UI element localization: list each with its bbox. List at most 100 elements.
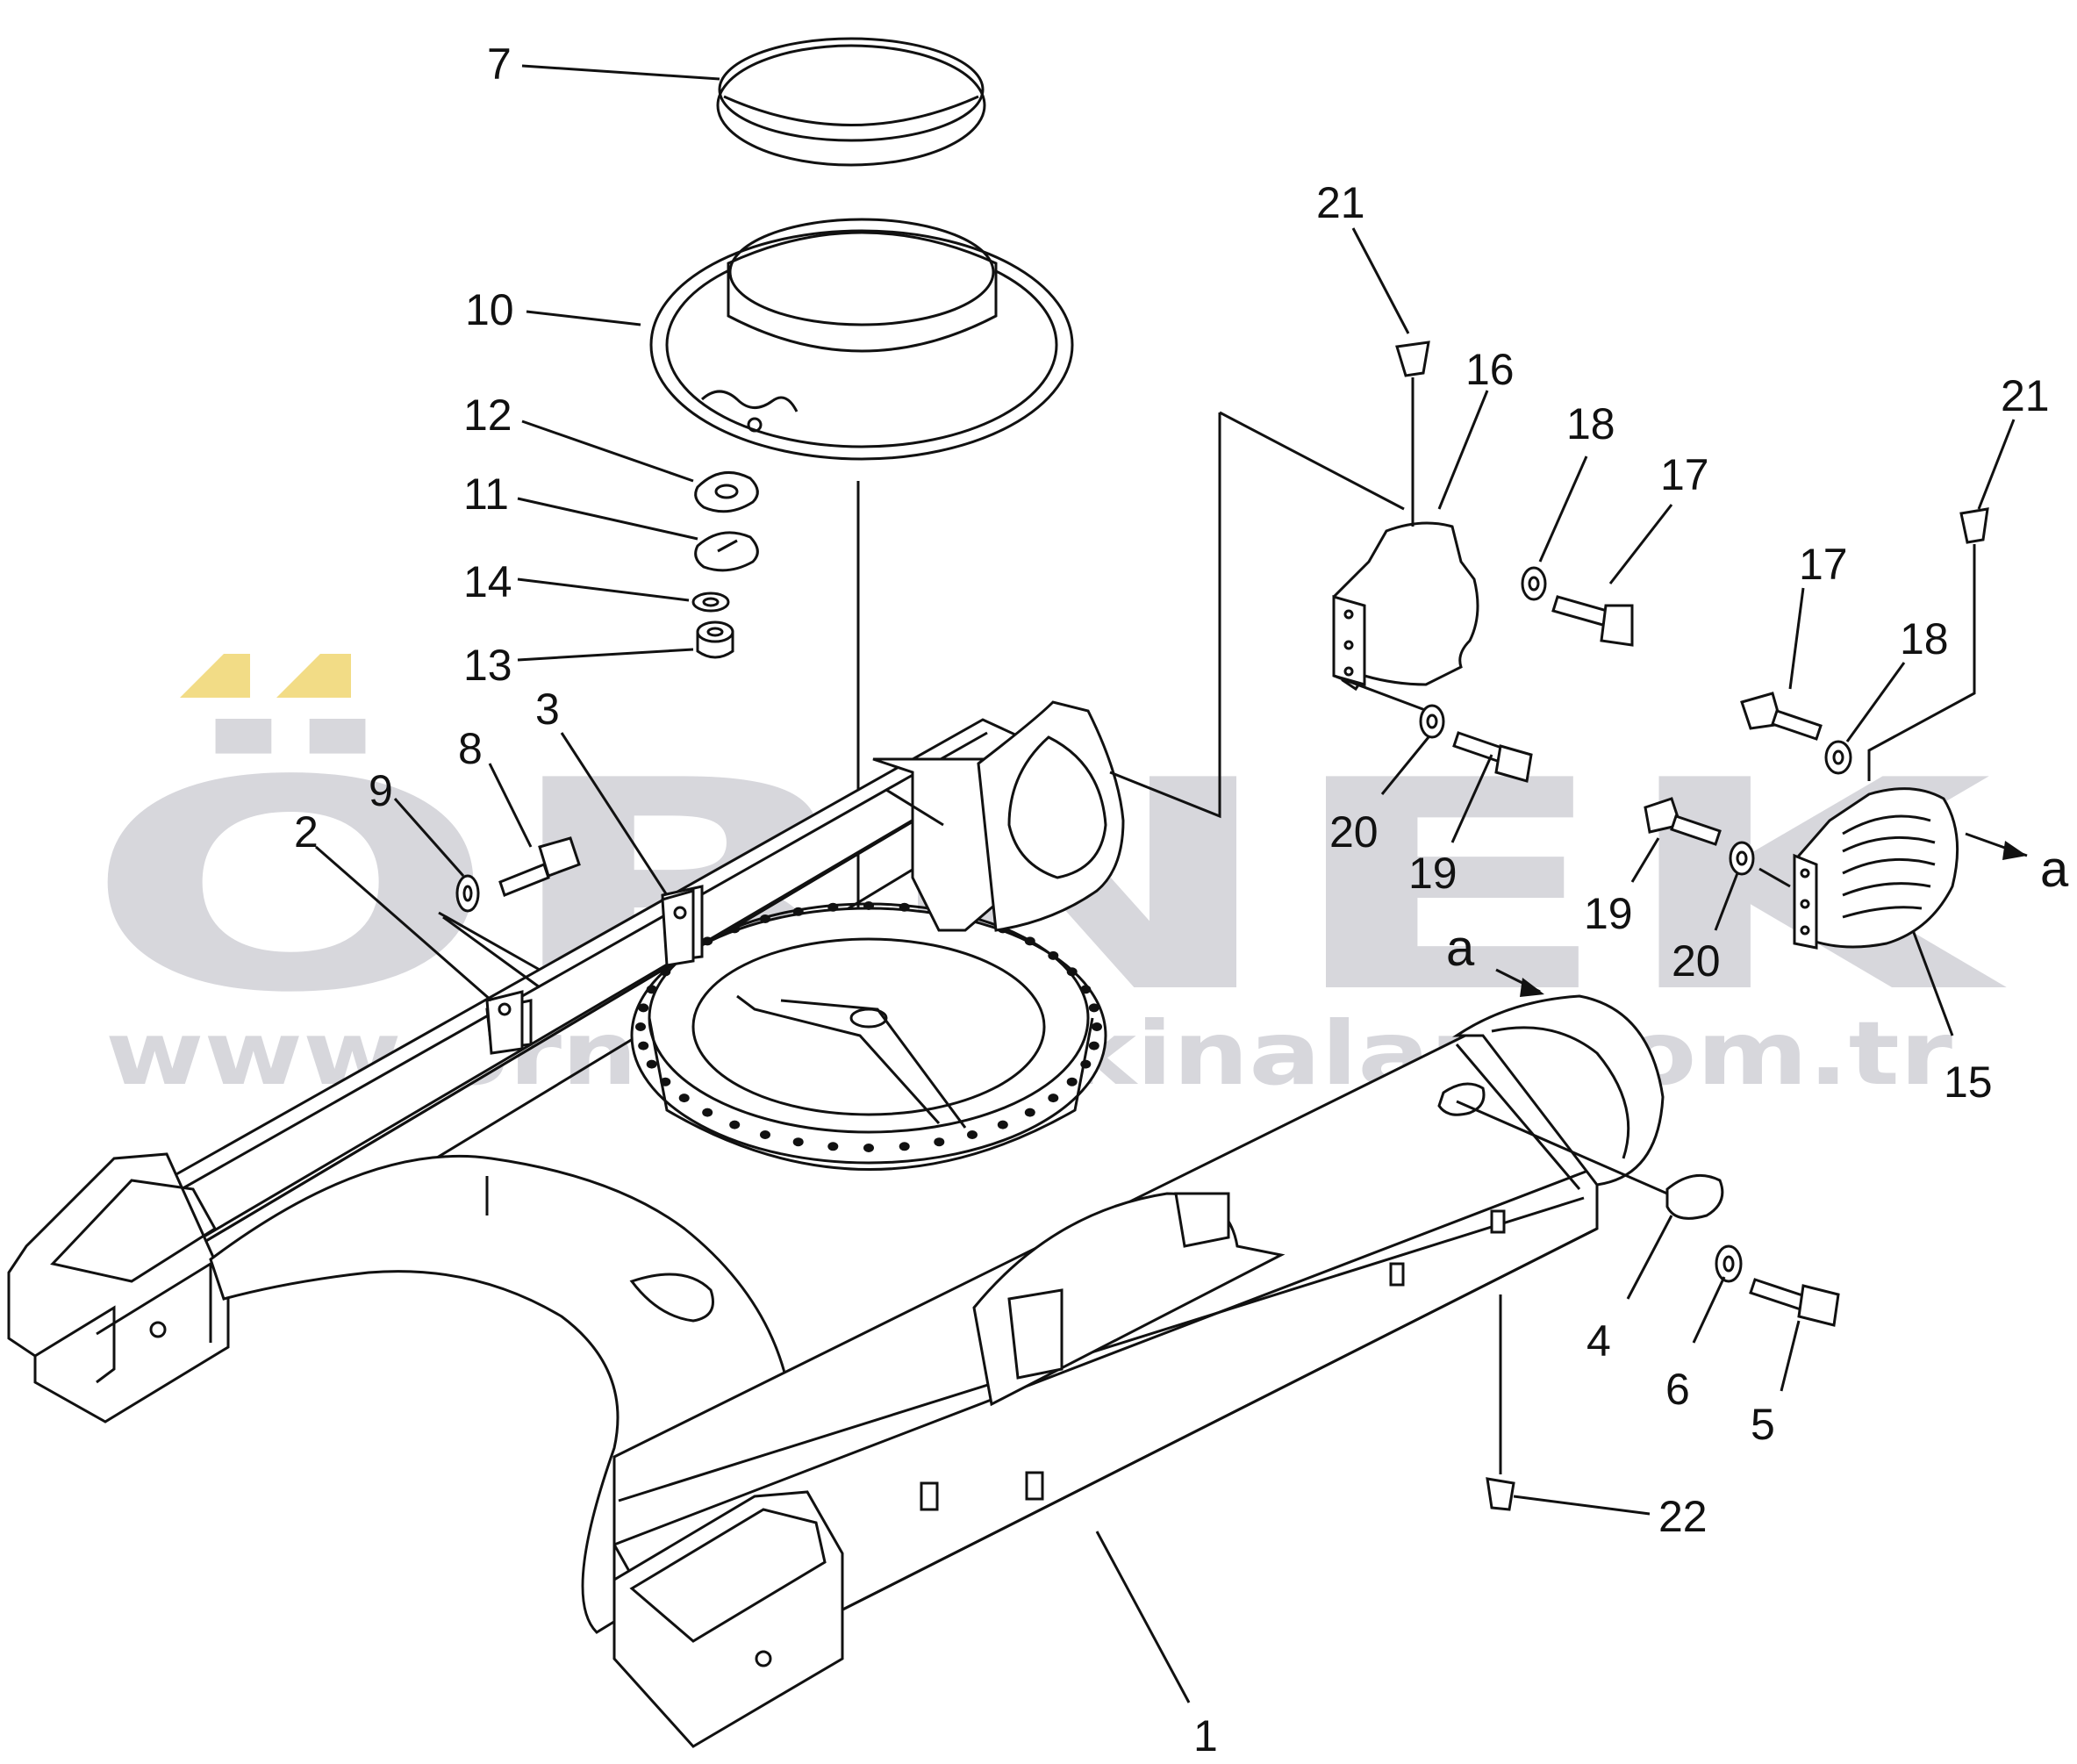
- ring-bolt-hole: [660, 967, 671, 977]
- part-5-bolt: [1749, 1278, 1840, 1327]
- callout-14: 14: [463, 557, 512, 606]
- callout-6: 6: [1665, 1365, 1690, 1414]
- ring-bolt-hole: [1048, 950, 1059, 960]
- part-19-leader-b: [1758, 867, 1791, 888]
- ring-bolt-hole: [702, 936, 713, 946]
- ring-bolt-hole: [827, 1142, 839, 1151]
- callout-17-right: 17: [1799, 540, 1848, 589]
- callout-21-left: 21: [1316, 178, 1365, 227]
- part-13-nut: [696, 620, 734, 659]
- part-11-plate: [694, 531, 759, 572]
- ring-bolt-hole: [934, 1137, 945, 1147]
- ring-bolt-hole: [1024, 1108, 1035, 1117]
- part-15-guard: [1793, 787, 1959, 950]
- callout-12: 12: [463, 391, 512, 440]
- part-17-bolt-b: [1740, 692, 1823, 741]
- callout-22: 22: [1658, 1492, 1708, 1541]
- ring-bolt-hole: [863, 1144, 874, 1152]
- leader-lines: [315, 64, 2016, 1703]
- callout-3: 3: [535, 685, 560, 734]
- part-1-track-frame: [7, 700, 1665, 1748]
- callout-4: 4: [1586, 1316, 1611, 1366]
- view-marker-a-right: a: [2040, 841, 2069, 898]
- ring-bolt-hole: [1088, 1041, 1099, 1051]
- part-16-leader-top: [1219, 411, 1405, 511]
- part-16-leader-bracket: [1109, 412, 1221, 819]
- part-12-gasket: [694, 471, 759, 513]
- part-19-bolt-a: [1452, 731, 1533, 783]
- ring-bolt-hole: [678, 1094, 690, 1103]
- part-22-fitting: [1486, 1294, 1515, 1511]
- callout-8: 8: [458, 724, 483, 773]
- ring-bolt-hole: [1066, 1077, 1078, 1086]
- part-21-grease-cap-a: [1395, 341, 1430, 527]
- callout-19-left: 19: [1408, 849, 1457, 898]
- callout-10: 10: [465, 285, 514, 334]
- ring-bolt-hole: [646, 1059, 657, 1069]
- callout-7: 7: [487, 39, 512, 89]
- watermark-accent-left: [180, 654, 250, 698]
- ring-bolt-hole: [1080, 985, 1092, 994]
- ring-bolt-hole: [1080, 1059, 1092, 1069]
- ring-bolt-hole: [760, 1130, 770, 1139]
- ring-bolt-hole: [702, 1108, 713, 1117]
- ring-bolt-hole: [827, 902, 839, 912]
- callout-20-left: 20: [1329, 807, 1379, 857]
- callout-13: 13: [463, 641, 512, 690]
- part-6-washer: [1715, 1244, 1743, 1283]
- ring-bolt-hole: [646, 985, 657, 994]
- watermark-accent-right: [276, 654, 351, 698]
- part-9-washer: [455, 874, 480, 913]
- ring-bolt-hole: [660, 1077, 671, 1086]
- ring-bolt-hole: [1088, 1003, 1099, 1013]
- part-10-cover: [649, 218, 1074, 461]
- ring-bolt-hole: [997, 1120, 1008, 1129]
- callout-18-right: 18: [1900, 614, 1949, 663]
- callout-11: 11: [463, 470, 509, 519]
- ring-bolt-hole: [729, 924, 741, 934]
- ring-bolt-hole: [1092, 1022, 1102, 1031]
- part-18-washer-b: [1824, 740, 1852, 775]
- part-7-seal-ring: [716, 37, 986, 167]
- part-20-washer-b: [1729, 841, 1755, 876]
- view-arrow-a-left: [1495, 968, 1544, 997]
- ring-bolt-hole: [638, 1003, 649, 1013]
- ring-bolt-hole: [899, 902, 910, 912]
- ring-bolt-hole: [638, 1041, 649, 1051]
- view-arrow-a-right: [1965, 832, 2028, 860]
- ring-bolt-hole: [863, 901, 874, 910]
- ring-bolt-hole: [729, 1120, 741, 1129]
- callout-16: 16: [1465, 345, 1515, 394]
- ring-bolt-hole: [760, 914, 770, 923]
- ring-bolt-hole: [1066, 967, 1078, 977]
- callout-15: 15: [1944, 1058, 1993, 1107]
- ring-bolt-hole: [792, 907, 804, 916]
- callout-21-right: 21: [2001, 371, 2050, 420]
- part-2-pad: [485, 990, 524, 1055]
- ring-bolt-hole: [1048, 1094, 1059, 1103]
- part-20-washer-a: [1419, 704, 1445, 739]
- callout-labels: 7 10 12 11 14 13 8 3 9 2 21 16 18 17 20 …: [294, 39, 2069, 1760]
- part-4-leader-axis: [1456, 1100, 1668, 1195]
- part-21-grease-cap-b: [1867, 507, 1989, 781]
- callout-2: 2: [294, 807, 319, 857]
- ring-bolt-hole: [1024, 936, 1035, 946]
- ring-bolt-hole: [899, 1142, 910, 1151]
- part-18-washer-a: [1521, 566, 1547, 601]
- callout-17-left: 17: [1660, 450, 1709, 499]
- part-3-pad: [661, 889, 695, 967]
- part-8-leader-bracket: [438, 911, 541, 989]
- callout-20-right: 20: [1672, 936, 1721, 986]
- view-marker-a-left: a: [1446, 920, 1475, 977]
- callout-18-left: 18: [1566, 399, 1615, 448]
- ring-bolt-hole: [792, 1137, 804, 1147]
- part-14-washer: [691, 592, 730, 613]
- callout-19-right: 19: [1584, 889, 1633, 938]
- callout-5: 5: [1751, 1400, 1775, 1449]
- ring-bolt-hole: [635, 1022, 646, 1031]
- part-4-plate: [1665, 1173, 1724, 1220]
- part-19-bolt-b: [1644, 797, 1722, 846]
- ring-bolt-hole: [967, 1130, 978, 1139]
- part-17-bolt-a: [1551, 595, 1634, 647]
